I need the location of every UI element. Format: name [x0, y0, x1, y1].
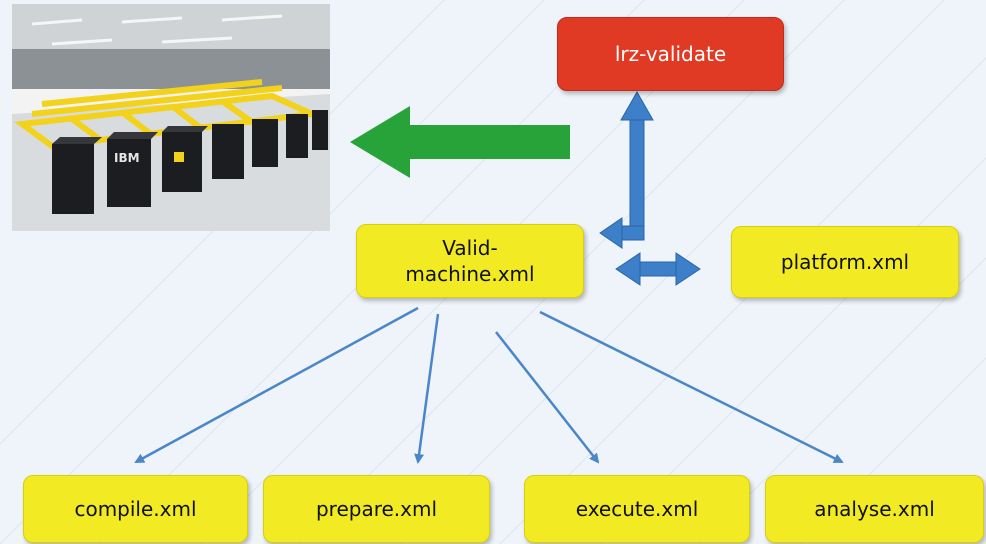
valid-machine-label-line1: Valid-	[442, 236, 498, 260]
execute-label: execute.xml	[575, 497, 699, 521]
brand-label: IBM	[114, 151, 140, 165]
platform-label: platform.xml	[780, 250, 910, 274]
lrz-validate-node: lrz-validate	[557, 17, 784, 91]
analyse-label: analyse.xml	[814, 497, 935, 521]
compile-node: compile.xml	[23, 475, 248, 543]
platform-node: platform.xml	[731, 226, 959, 298]
execute-node: execute.xml	[524, 475, 750, 543]
prepare-label: prepare.xml	[315, 497, 438, 521]
valid-machine-label-line2: machine.xml	[405, 262, 535, 286]
compile-label: compile.xml	[74, 497, 197, 521]
valid-machine-node: Valid- machine.xml	[356, 224, 584, 298]
supercomputer-photo: IBM	[12, 4, 330, 231]
analyse-node: analyse.xml	[765, 475, 984, 543]
prepare-node: prepare.xml	[263, 475, 490, 543]
lrz-validate-label: lrz-validate	[614, 42, 727, 66]
